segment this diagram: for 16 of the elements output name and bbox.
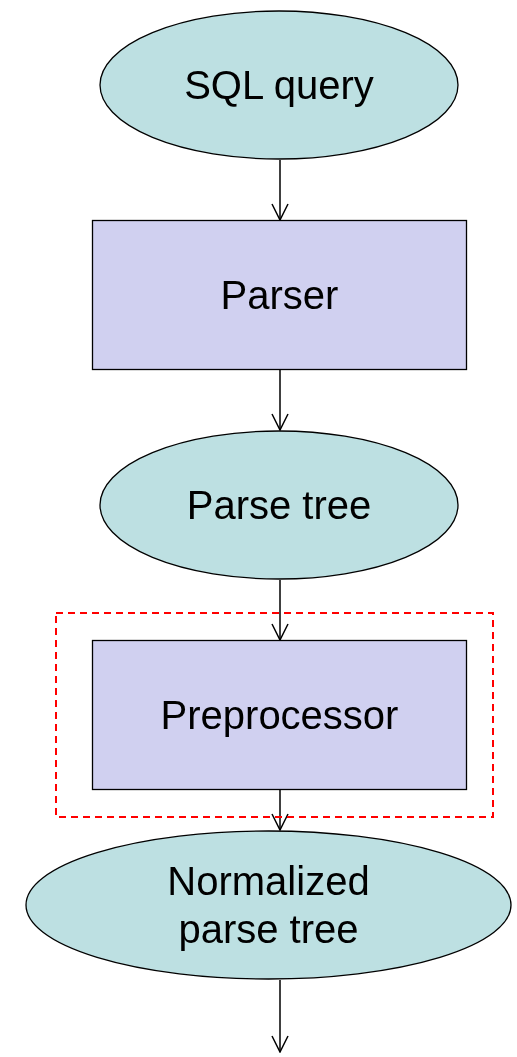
arrow xyxy=(271,159,289,221)
node-label: Normalized parse tree xyxy=(166,858,371,953)
node-label: Preprocessor xyxy=(160,692,399,739)
node-label: Parser xyxy=(220,272,339,319)
process-box xyxy=(92,640,467,790)
arrow xyxy=(271,579,289,641)
highlight-frame xyxy=(55,612,494,818)
ellipse-node xyxy=(99,430,459,580)
arrow xyxy=(271,979,289,1053)
arrow xyxy=(271,789,289,831)
node-label: Parse tree xyxy=(186,482,372,529)
arrow xyxy=(271,369,289,431)
process-box xyxy=(92,220,467,370)
ellipse-node xyxy=(99,10,459,160)
node-label: SQL query xyxy=(184,62,374,109)
ellipse-node xyxy=(25,830,512,980)
